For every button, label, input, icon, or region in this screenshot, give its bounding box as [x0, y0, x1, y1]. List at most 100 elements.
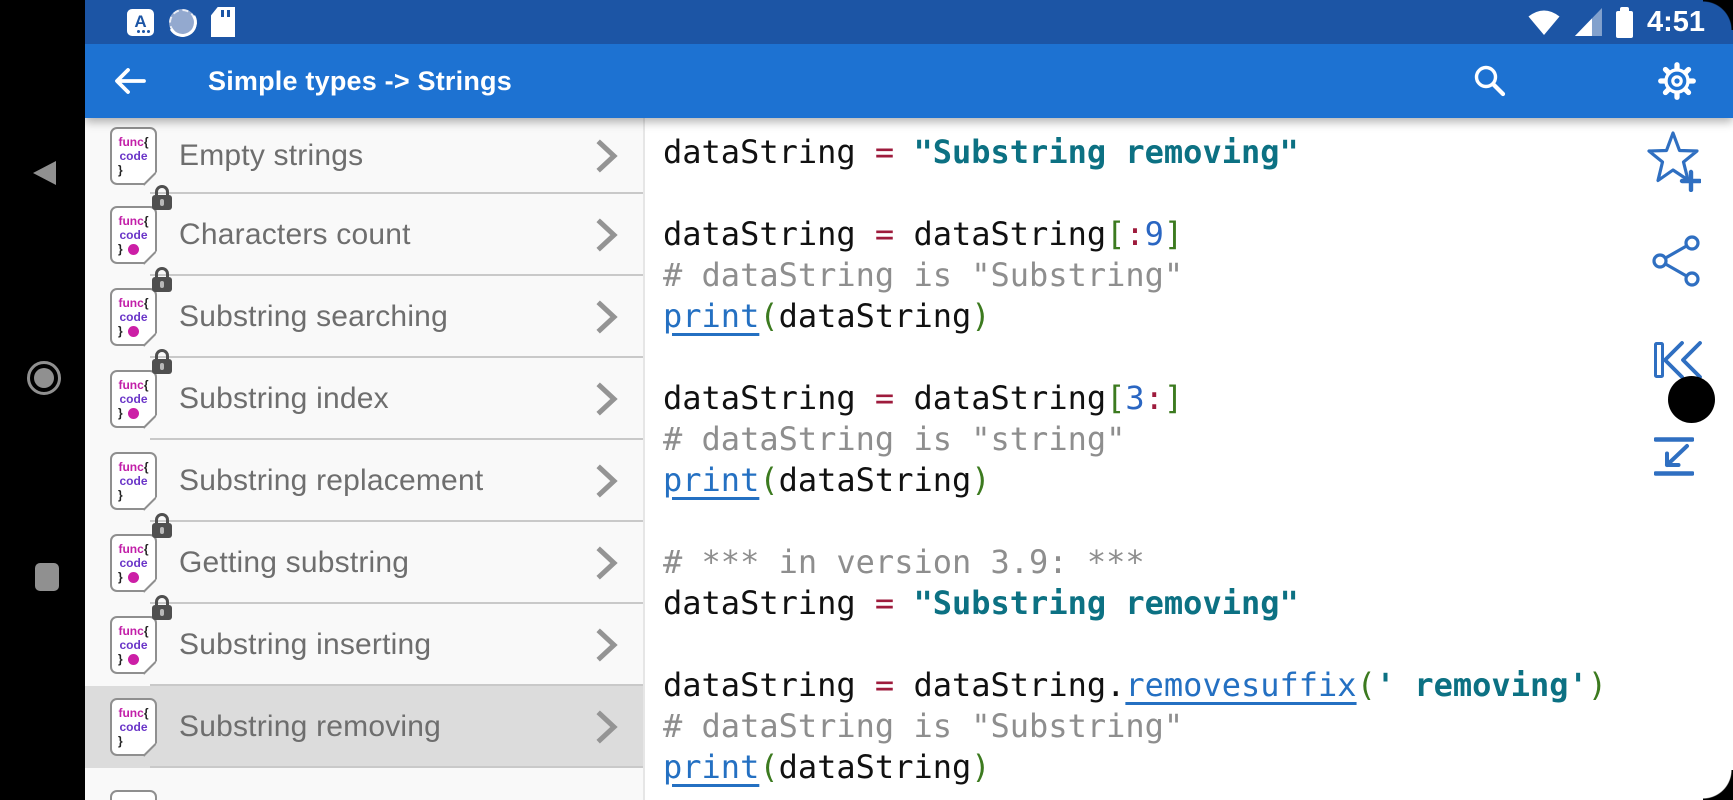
chevron-right-icon — [596, 382, 618, 416]
code-token: # *** in version 3.9: *** — [663, 543, 1145, 581]
cell-signal-icon — [1574, 8, 1602, 36]
scroll-to-bottom-icon[interactable] — [1654, 437, 1694, 476]
code-token: dataString — [778, 748, 972, 786]
sidebar-item-label: Substring index — [179, 382, 389, 415]
code-panel[interactable]: dataString = "Substring removing"dataStr… — [645, 118, 1733, 800]
android-nav-bar — [0, 0, 85, 800]
code-token: dataString — [913, 215, 1107, 253]
sync-circle-icon — [169, 8, 196, 36]
wifi-icon — [1528, 10, 1560, 35]
a-icon-dots — [147, 29, 150, 33]
code-token: ) — [1587, 666, 1608, 704]
code-token: = — [855, 133, 914, 171]
code-token: : — [1144, 379, 1164, 417]
code-line: print(dataString) — [663, 747, 1733, 788]
code-function-link[interactable]: print — [663, 748, 760, 786]
code-token: [ — [1106, 215, 1126, 253]
code-block: dataString = dataString.removesuffix(' r… — [663, 665, 1733, 788]
a-icon-letter: A — [134, 12, 147, 31]
topics-sidebar[interactable]: func{ code } Empty strings func{ code } … — [85, 118, 645, 800]
search-icon — [1474, 65, 1506, 97]
code-token: 9 — [1144, 215, 1164, 253]
record-dot[interactable] — [1668, 376, 1715, 423]
code-line: # dataString is "string" — [663, 419, 1733, 460]
code-token: ) — [971, 461, 991, 499]
search-button[interactable] — [1472, 63, 1508, 99]
code-token: # dataString is "Substring" — [663, 256, 1184, 294]
sidebar-item-label: Getting substring — [179, 546, 410, 579]
sidebar-item[interactable]: func{ code } Empty strings — [85, 118, 643, 194]
code-token: dataString — [778, 461, 972, 499]
sidebar-item[interactable]: func{ code } Substring index — [85, 349, 643, 440]
code-line: dataString = dataString[3:] — [663, 378, 1733, 419]
sidebar-item-label: Substring inserting — [179, 628, 432, 661]
sidebar-item-label: Empty strings — [179, 139, 364, 172]
code-token: : — [1125, 215, 1145, 253]
sidebar-item-label: Characters count — [179, 218, 411, 251]
lock-icon — [152, 349, 172, 374]
code-line: dataString = dataString.removesuffix(' r… — [663, 665, 1733, 706]
premium-dot — [127, 407, 139, 419]
code-token: dataString — [778, 297, 972, 335]
code-function-link[interactable]: removesuffix — [1125, 666, 1357, 704]
code-token: = — [855, 215, 914, 253]
sidebar-item[interactable]: func{ code } Substring removing — [85, 686, 643, 768]
sd-card-icon — [211, 7, 235, 37]
sidebar-item[interactable]: func{ code } Substring replacement — [85, 440, 643, 522]
code-token: ( — [759, 748, 779, 786]
lock-icon — [152, 595, 172, 620]
code-snippet-icon: func{ code } — [110, 185, 172, 265]
code-token: ) — [971, 748, 991, 786]
code-line: # *** in version 3.9: *** — [663, 542, 1733, 583]
code-snippet-icon: func{ code } — [110, 790, 157, 800]
nav-recents-button[interactable] — [35, 563, 59, 591]
sidebar-item[interactable]: func{ code } Substring inserting — [85, 595, 643, 686]
code-snippet-icon: func{ code } — [110, 513, 172, 593]
code-token: "Substring removing" — [913, 584, 1299, 622]
premium-dot — [127, 325, 139, 337]
sidebar-item[interactable]: func{ code } Substring searching — [85, 267, 643, 358]
code-block: dataString = dataString[3:]# dataString … — [663, 378, 1733, 501]
chevron-right-icon — [596, 546, 618, 580]
code-function-link[interactable]: print — [663, 297, 760, 335]
code-token: ' removing' — [1375, 666, 1588, 704]
code-token: ( — [759, 297, 779, 335]
favorite-add-star-icon[interactable] — [1645, 130, 1701, 192]
nav-back-button[interactable] — [33, 161, 56, 185]
settings-gear-icon — [1658, 62, 1696, 100]
sidebar-item[interactable]: func{ code } Getting substring — [85, 513, 643, 604]
share-icon[interactable] — [1652, 235, 1700, 287]
premium-dot — [127, 571, 139, 583]
clock-time: 4:51 — [1646, 5, 1705, 38]
code-line: dataString = "Substring removing" — [663, 583, 1733, 624]
code-block: dataString = "Substring removing" — [663, 132, 1733, 173]
code-function-link[interactable]: print — [663, 461, 760, 499]
status-bar: A 4:51 — [85, 0, 1733, 44]
chevron-right-icon — [596, 218, 618, 252]
code-token: ( — [759, 461, 779, 499]
sidebar-item[interactable]: func{ code } Characters count — [85, 185, 643, 276]
code-token: dataString — [913, 666, 1107, 704]
code-snippet-icon: func{ code } — [110, 267, 172, 347]
settings-button[interactable] — [1656, 60, 1698, 102]
code-token: ( — [1356, 666, 1376, 704]
code-token: dataString — [663, 133, 856, 171]
scroll-to-top-icon[interactable] — [1652, 340, 1704, 380]
lock-icon — [152, 267, 172, 292]
nav-home-button[interactable] — [27, 361, 61, 395]
code-token: = — [855, 666, 914, 704]
code-snippet-icon: func{ code } — [110, 595, 172, 675]
chevron-right-icon — [596, 139, 618, 173]
code-line: print(dataString) — [663, 296, 1733, 337]
code-block: # *** in version 3.9: ***dataString = "S… — [663, 542, 1733, 624]
code-line: # dataString is "Substring" — [663, 255, 1733, 296]
lock-icon — [152, 185, 172, 210]
back-button[interactable] — [112, 65, 148, 97]
sidebar-item[interactable]: func{ code } — [85, 768, 643, 800]
battery-icon — [1615, 6, 1633, 38]
code-snippet-icon: func{ code } — [110, 127, 157, 186]
code-token: ) — [971, 297, 991, 335]
page-title: Simple types -> Strings — [208, 65, 512, 96]
sidebar-item-label: Substring searching — [179, 300, 448, 333]
chevron-right-icon — [596, 464, 618, 498]
